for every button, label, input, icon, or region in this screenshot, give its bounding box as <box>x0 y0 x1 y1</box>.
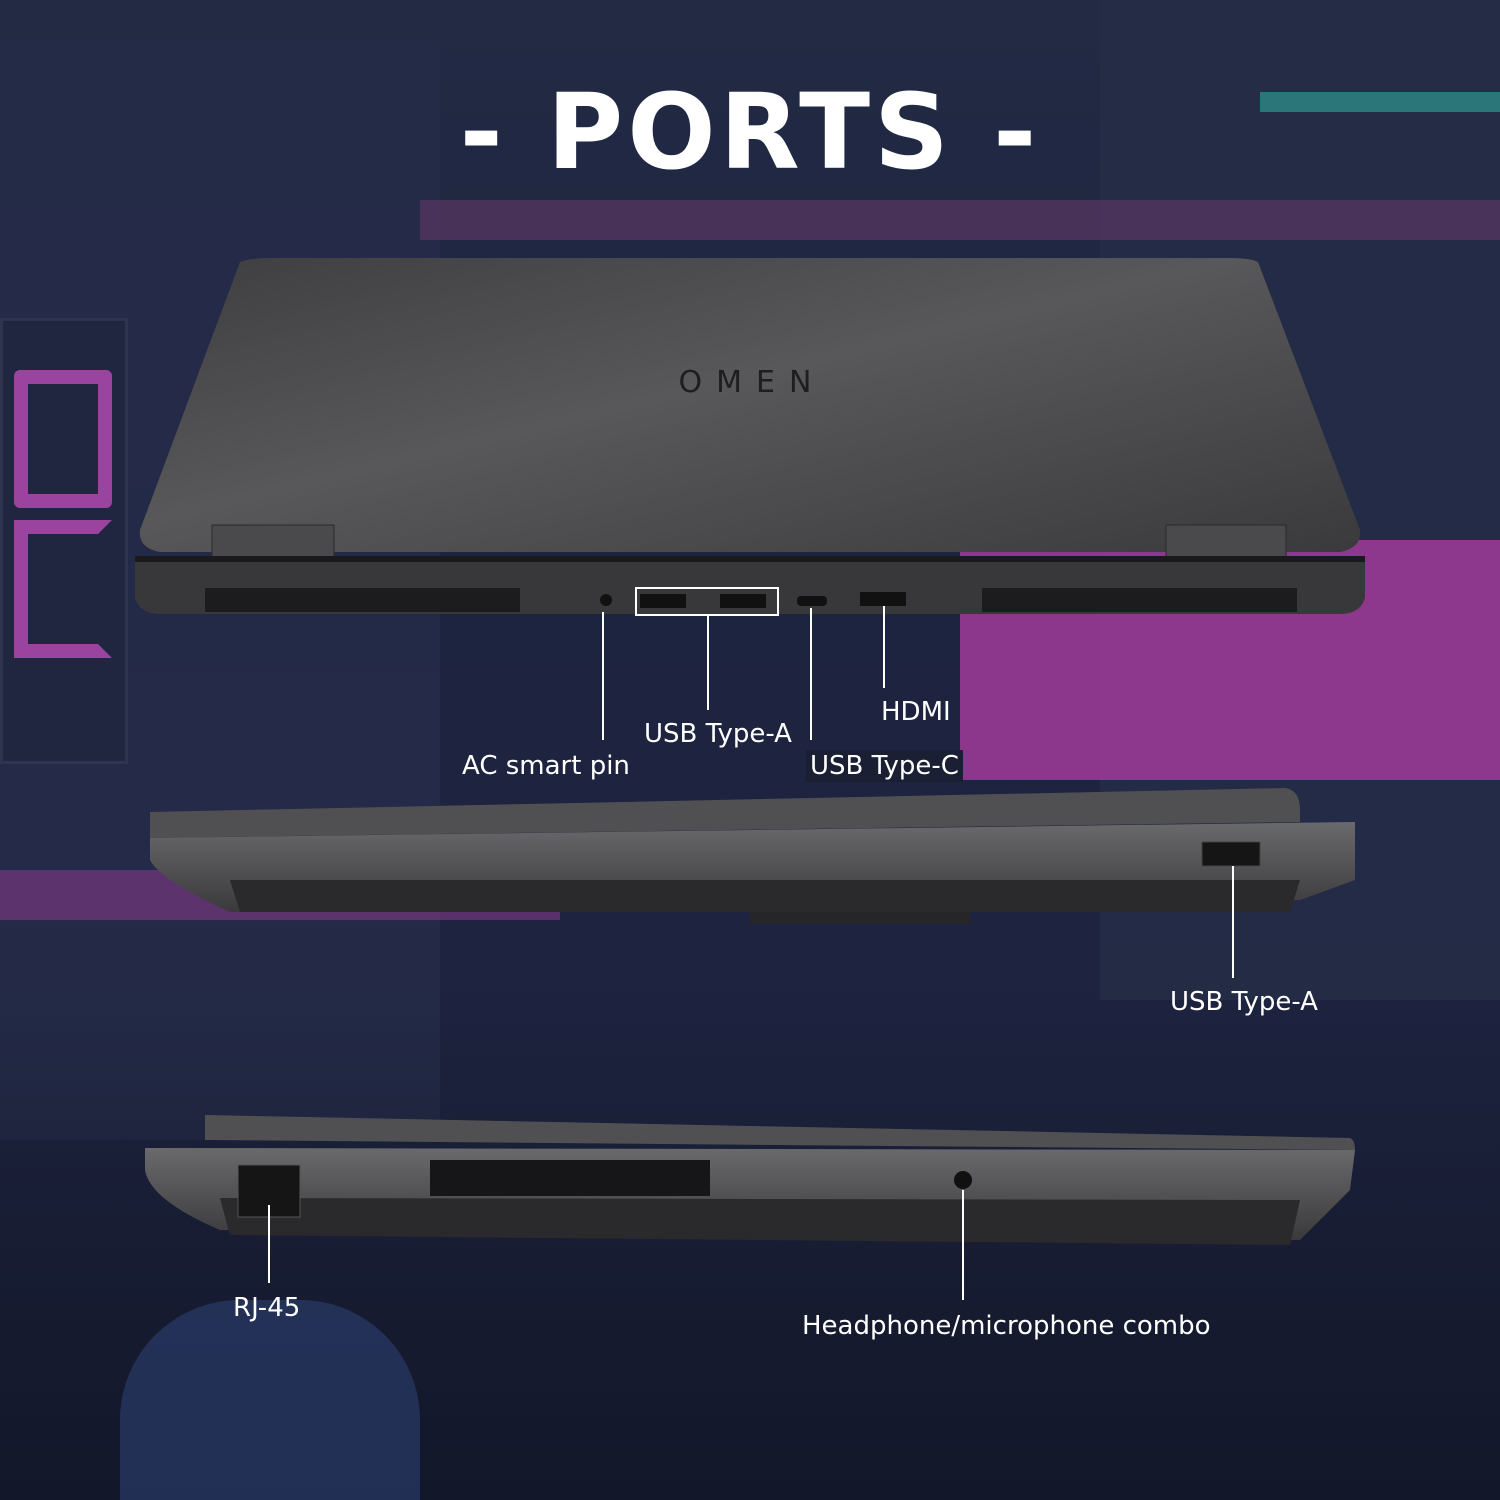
callout-line-ac-smart-pin <box>602 612 604 740</box>
callout-line-usb-c <box>810 608 812 740</box>
callout-line-usb-a-rear <box>707 615 709 710</box>
label-usb-type-c: USB Type-C <box>806 750 963 782</box>
callout-line-hdmi <box>883 606 885 688</box>
label-usb-type-a-right: USB Type-A <box>1170 987 1318 1017</box>
label-headphone-combo: Headphone/microphone combo <box>802 1311 1211 1341</box>
teal-sign <box>1260 92 1500 112</box>
figure-silhouette <box>120 1300 420 1500</box>
rear-view-laptop <box>135 258 1365 616</box>
omen-logo: OMEN <box>679 365 826 400</box>
neon-sign-glyph-1 <box>14 370 112 508</box>
left-side-laptop <box>145 1115 1355 1245</box>
label-usb-type-a-rear: USB Type-A <box>644 719 792 749</box>
neon-window-band-top <box>420 200 1500 240</box>
callout-line-usb-a-right <box>1232 866 1234 978</box>
neon-sign-glyph-2 <box>14 520 112 658</box>
callout-line-headphone <box>962 1190 964 1300</box>
page-title: - PORTS - <box>459 71 1041 193</box>
callout-line-rj45 <box>268 1205 270 1283</box>
label-rj45: RJ-45 <box>233 1293 301 1323</box>
label-ac-smart-pin: AC smart pin <box>462 751 630 781</box>
label-hdmi: HDMI <box>881 697 951 727</box>
right-side-laptop <box>150 788 1355 924</box>
